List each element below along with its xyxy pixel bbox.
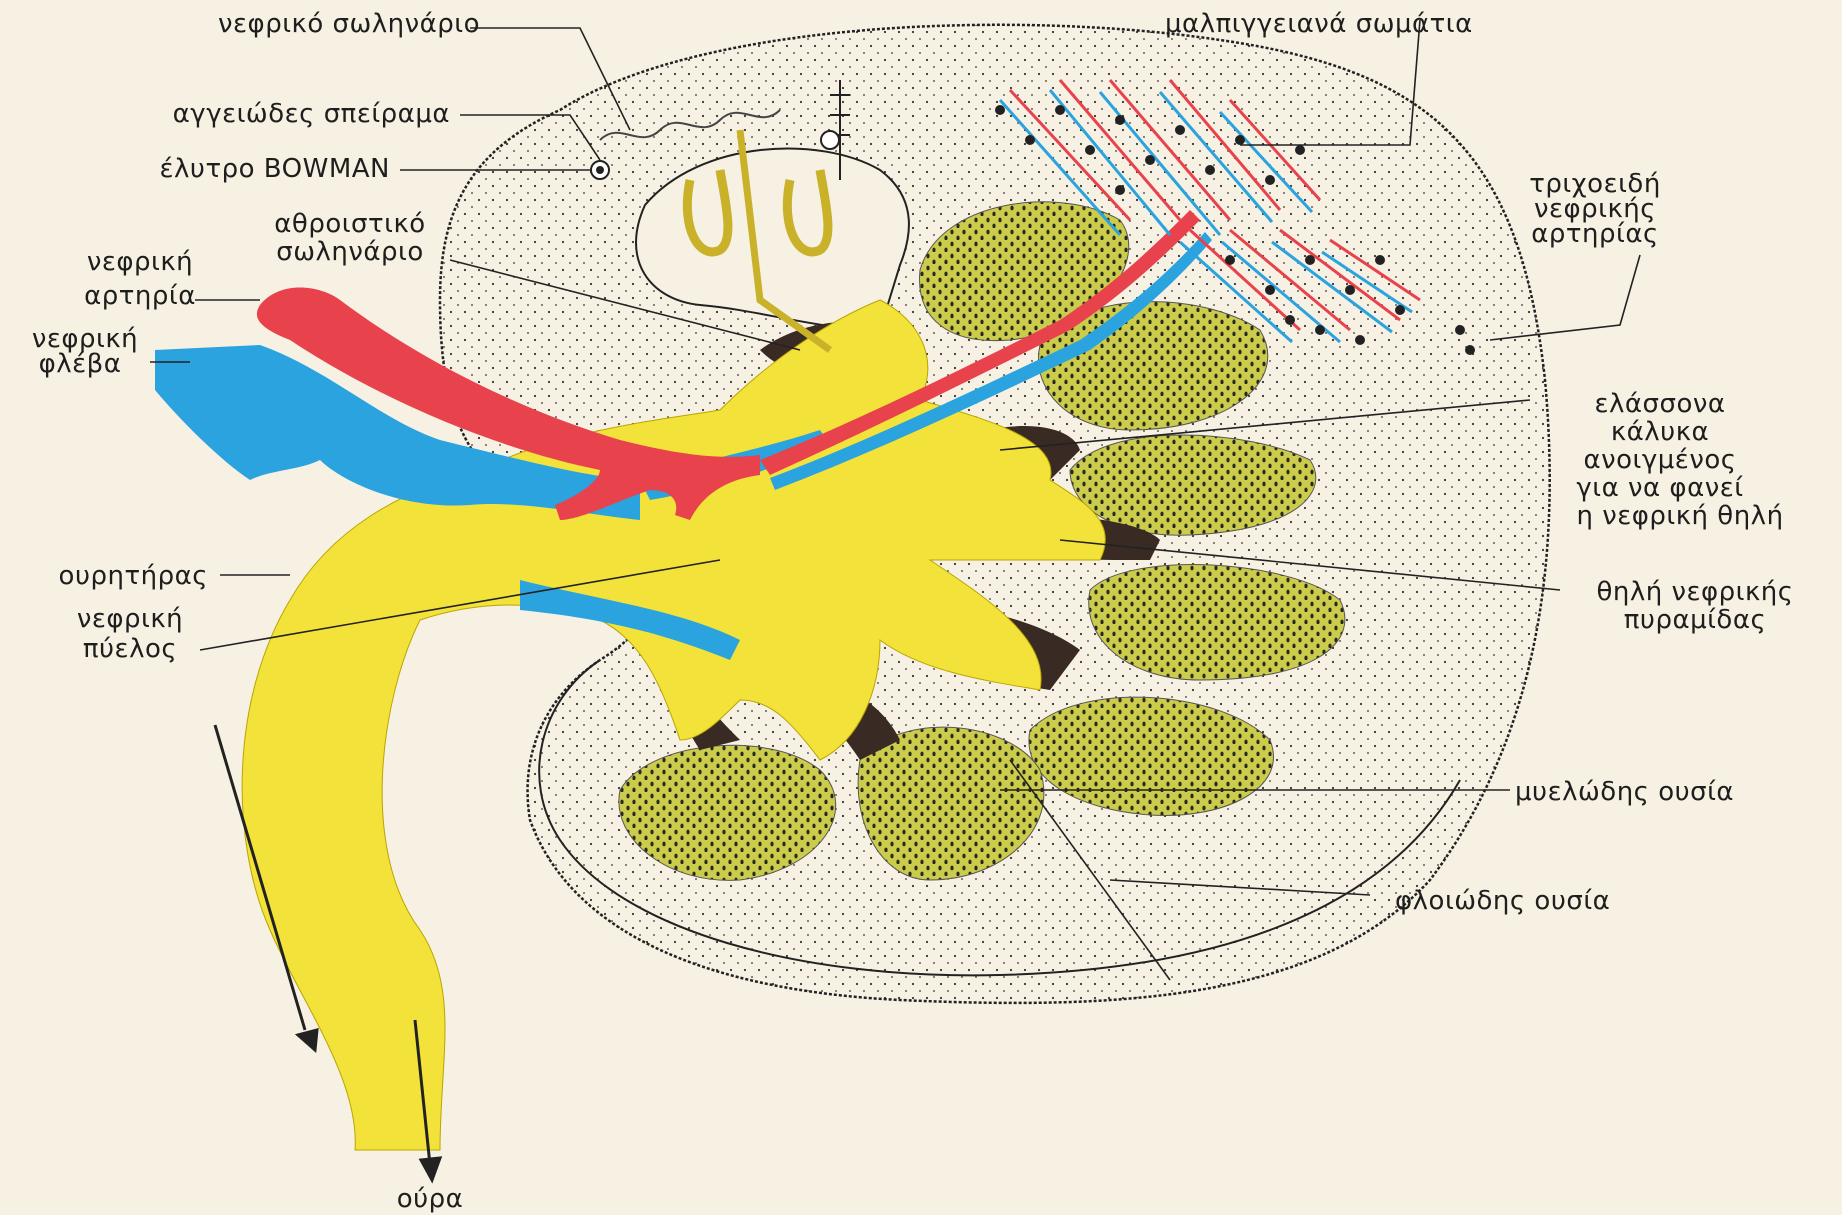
label-renal-artery-2: αρτηρία [40, 282, 240, 310]
label-renal-vein-2: φλέβα [0, 350, 160, 378]
label-artery-capillaries-3: αρτηρίας [1480, 220, 1710, 248]
label-minor-calyx-1: ελάσσονα [1530, 390, 1790, 418]
label-collecting-duct-2: σωληνάριο [200, 238, 500, 266]
label-renal-artery-1: νεφρική [40, 248, 240, 276]
label-minor-calyx-4: για να φανεί [1530, 474, 1790, 502]
label-urine: ούρα [370, 1185, 490, 1213]
label-pyramid-papilla-1: θηλή νεφρικής [1570, 578, 1820, 606]
label-renal-tubule: νεφρικό σωληνάριο [100, 10, 480, 38]
label-glomerulus: αγγειώδες σπείραμα [60, 100, 450, 128]
label-renal-pelvis-2: πύελος [40, 635, 220, 663]
label-bowman-capsule: έλυτρο BOWMAN [40, 155, 390, 183]
label-minor-calyx-2: κάλυκα [1530, 418, 1790, 446]
label-renal-pelvis-1: νεφρική [40, 605, 220, 633]
label-pyramid-papilla-2: πυραμίδας [1570, 606, 1820, 634]
label-minor-calyx-5: η νεφρική θηλή [1530, 502, 1830, 530]
label-ureter: ουρητήρας [0, 562, 208, 590]
label-minor-calyx-3: ανοιγμένος [1530, 446, 1790, 474]
label-malpighian-corpuscles: μαλπιγγειανά σωμάτια [1165, 10, 1473, 38]
label-collecting-duct-1: αθροιστικό [200, 210, 500, 238]
label-cortex: φλοιώδης ουσία [1395, 887, 1610, 915]
label-medulla: μυελώδης ουσία [1515, 778, 1734, 806]
